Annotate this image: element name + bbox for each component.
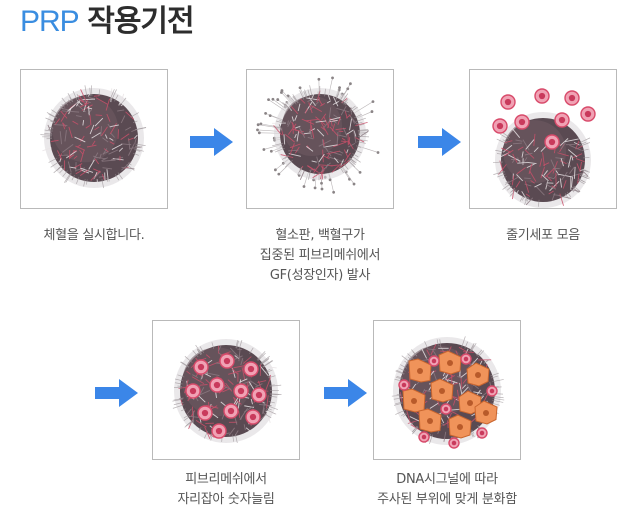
arrow-icon [190,127,234,157]
caption-line: 줄기세포 모음 [506,228,580,243]
differentiated-cell [430,378,454,403]
differentiated-cell [438,350,462,375]
caption-line: 자리잡아 숫자늘림 [177,492,275,507]
caption-line: DNA시그널에 따라 [396,472,498,487]
stem-cell [209,377,225,393]
stem-cell [580,106,596,122]
step-3-caption: 줄기세포 모음 [443,226,640,246]
stem-cell [534,88,550,104]
stem-cell [243,361,259,377]
platelet-release-illustration [256,76,380,194]
page-title: PRP 작용기전 [20,4,195,40]
caption-line: GF(성장인자) 발사 [269,268,371,283]
title-main: 작용기전 [87,4,194,39]
fibrin-mesh-ball [272,85,370,181]
fibrin-ball-illustration [40,85,147,189]
step-4-caption: 피브리메쉬에서 자리잡아 숫자늘림 [126,470,326,510]
caption-line: 주사된 부위에 맞게 분화함 [377,492,517,507]
arrow-icon [418,127,462,157]
differentiated-cell [466,362,490,387]
differentiated-cell [474,400,498,425]
stem-cell [428,355,440,367]
cell-differentiation-illustration [391,336,505,449]
stem-cell [193,359,209,375]
step-1-caption: 체혈을 실시합니다. [0,226,194,246]
arrow-icon [95,378,139,408]
stem-cell [398,379,410,391]
differentiated-cell [418,408,442,433]
caption-line: 혈소판, 백혈구가 [275,228,365,243]
stem-cell [492,118,508,134]
stem-cell [233,383,249,399]
step-5-image [373,320,521,460]
stem-cell [448,437,460,449]
step-1-image [20,69,168,209]
arrow-icon [324,378,368,408]
stem-cell [440,403,452,415]
stem-cell [223,403,239,419]
caption-line: 체혈을 실시합니다. [43,228,145,243]
stem-cell [185,383,201,399]
stem-cell [554,112,570,128]
stem-cell [514,114,530,130]
step-4-image [152,320,300,460]
differentiated-cell [448,414,472,439]
stem-cell [418,431,430,443]
cell-proliferation-illustration [172,339,282,443]
fibrin-mesh-ball [40,85,147,189]
stem-cell [486,385,498,397]
step-3-image [469,69,617,209]
stem-cell [197,405,213,421]
caption-line: 피브리메쉬에서 [185,472,267,487]
stem-cell [476,427,488,439]
stem-cell [500,94,516,110]
stem-cell [544,134,560,150]
stem-cell [211,423,227,439]
stem-cell [219,353,235,369]
title-prefix: PRP [20,5,80,38]
stem-cell [245,409,261,425]
step-5-caption: DNA시그널에 따라 주사된 부위에 맞게 분화함 [347,470,547,510]
stem-cell [564,90,580,106]
stem-cell [460,353,472,365]
step-2-image [246,69,394,209]
caption-line: 집중된 피브리메쉬에서 [259,248,381,263]
stem-cell-gathering-illustration [492,88,596,208]
differentiated-cell [408,358,432,383]
step-2-caption: 혈소판, 백혈구가 집중된 피브리메쉬에서 GF(성장인자) 발사 [220,226,420,286]
stem-cell [251,387,267,403]
